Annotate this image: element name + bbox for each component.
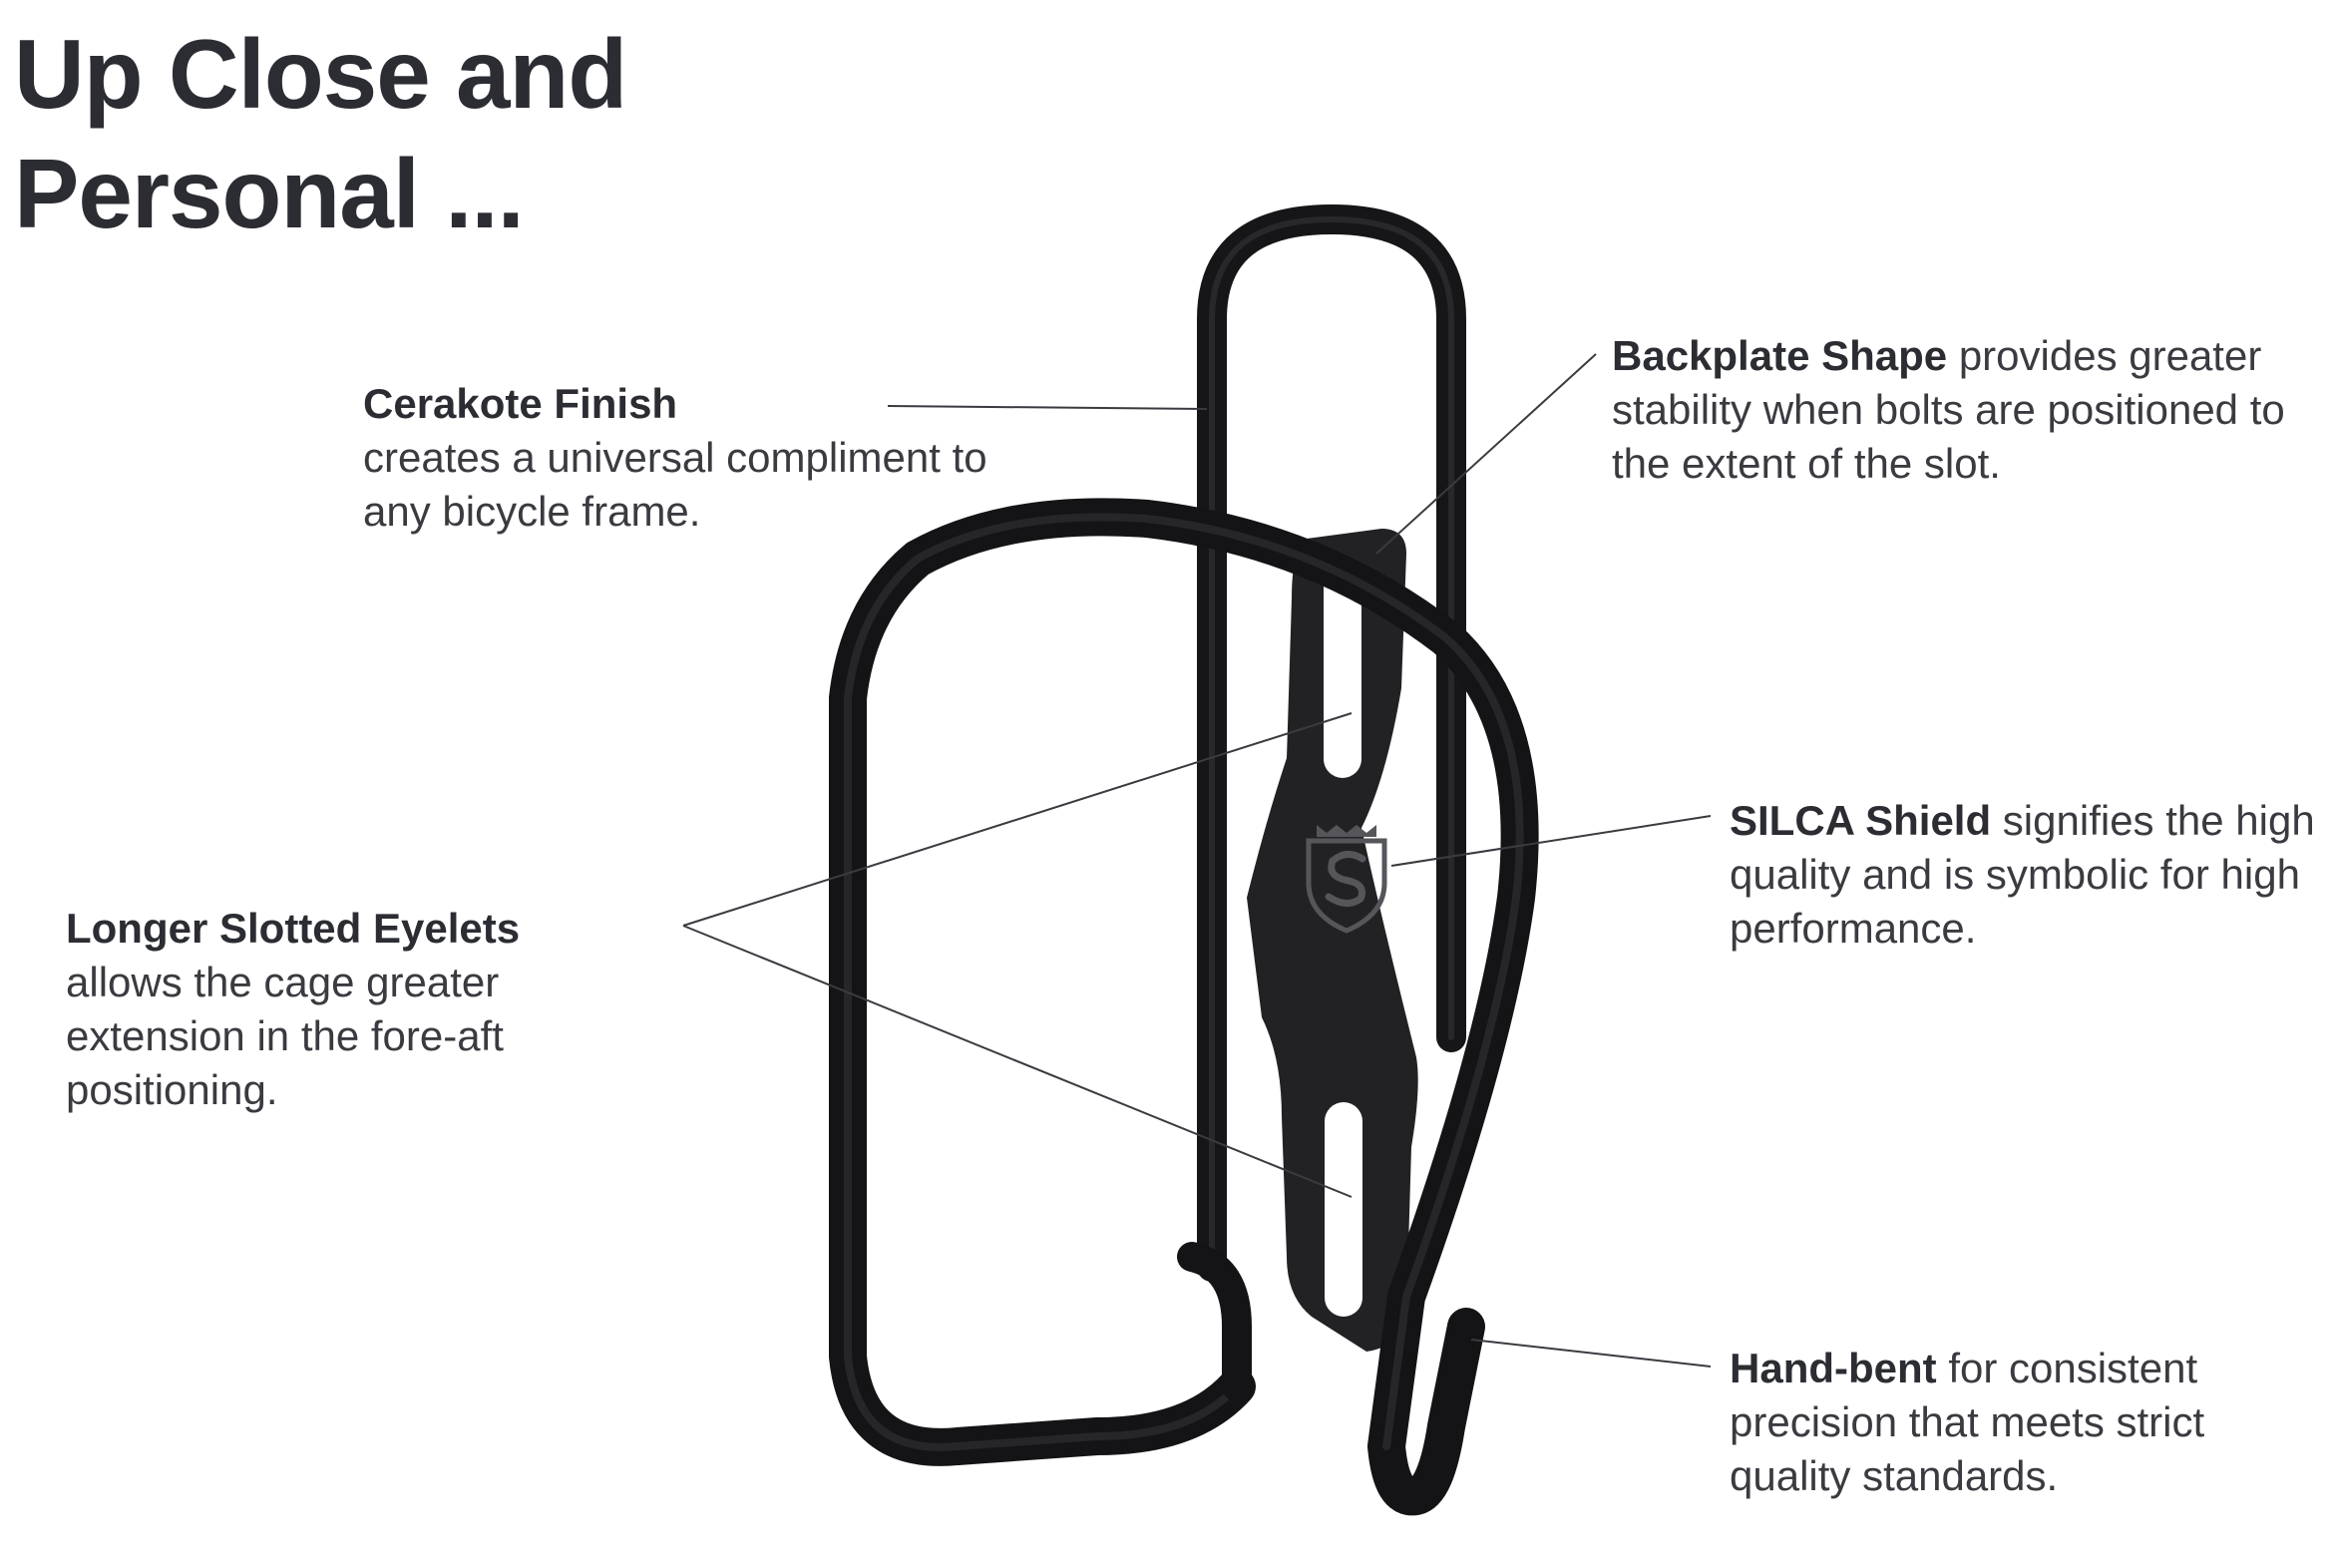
cage-backplate (1247, 529, 1418, 1352)
callout-heading: Cerakote Finish (363, 380, 678, 427)
callout-cerakote-finish: Cerakote Finish creates a universal comp… (363, 377, 1041, 539)
leader-backplate (1375, 353, 1597, 555)
callout-heading: Hand-bent (1730, 1345, 1937, 1391)
leader-handbent (1470, 1339, 1712, 1368)
lower-slot (1325, 1102, 1362, 1317)
callout-backplate-shape: Backplate Shape provides greater stabili… (1612, 329, 2320, 491)
leader-lines (682, 353, 1712, 1368)
callout-body: provides greater stability when bolts ar… (1612, 332, 2285, 487)
silca-shield-icon (1306, 825, 1387, 934)
callout-body: for consistent precision that meets stri… (1730, 1345, 2205, 1499)
page-title: Up Close and Personal ... (14, 19, 627, 248)
callout-body: allows the cage greater extension in the… (66, 959, 504, 1113)
upper-slot (1324, 564, 1361, 778)
callout-silca-shield: SILCA Shield signifies the high quality … (1730, 794, 2318, 956)
leader-eyelets-upper (682, 712, 1353, 927)
leader-eyelets-lower (682, 925, 1353, 1198)
cage-front-loop (829, 498, 1539, 1516)
callout-body: signifies the high quality and is symbol… (1730, 797, 2315, 952)
callout-longer-slotted-eyelets: Longer Slotted Eyelets allows the cage g… (66, 902, 624, 1117)
callout-heading: SILCA Shield (1730, 797, 1992, 844)
cage-inner-return (1177, 1242, 1252, 1401)
callout-body: creates a universal compliment to any bi… (363, 434, 987, 535)
leader-cerakote (887, 405, 1208, 410)
callout-heading: Backplate Shape (1612, 332, 1948, 379)
callout-heading: Longer Slotted Eyelets (66, 905, 521, 952)
callout-hand-bent: Hand-bent for consistent precision that … (1730, 1342, 2318, 1503)
leader-shield (1390, 815, 1712, 867)
